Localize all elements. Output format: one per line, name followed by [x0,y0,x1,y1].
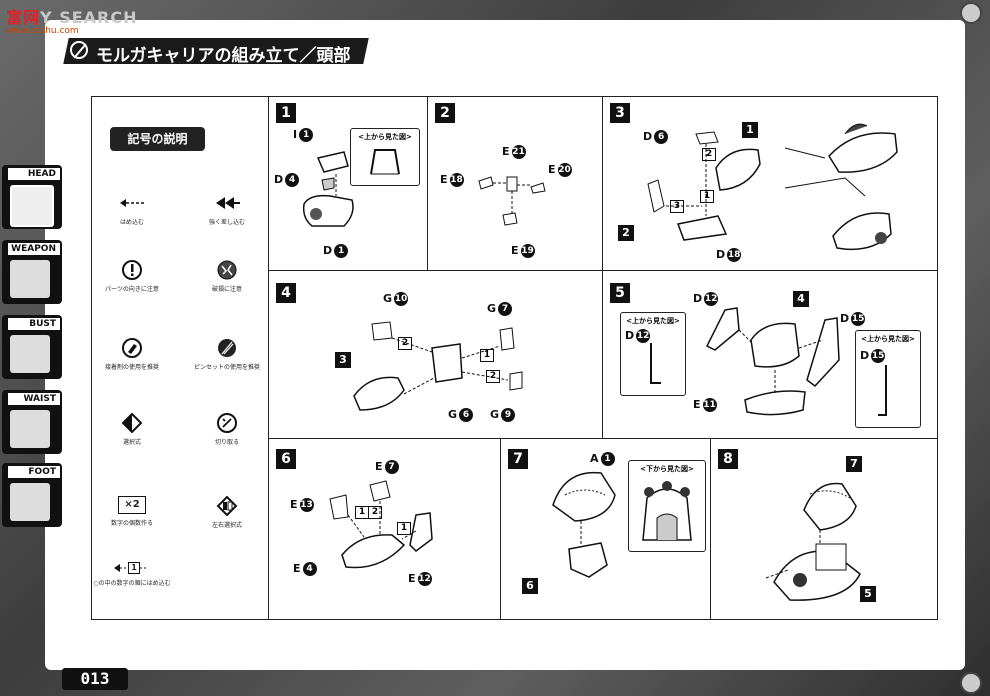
subassembly-badge: 4 [793,291,809,307]
order-box: 2 [368,506,382,519]
subassembly-badge: 1 [742,122,758,138]
order-box: 2 [398,337,412,350]
selection-icon [121,413,143,433]
multiply-symbol: ×2 [118,496,146,514]
double-arrow-icon [216,197,240,209]
tab-foot[interactable]: FOOT [2,463,62,527]
page-title: モルガキャリアの組み立て／頭部 [96,46,351,66]
arrow-dashed-icon [120,199,144,207]
part-top-view-icon [650,343,661,384]
head-assembly-drawing [647,131,761,241]
step-number: 1 [276,103,296,123]
bolt-icon [960,2,982,24]
legend-item: 左右選択式 [187,496,267,529]
weapon-thumbnail-icon [10,260,50,298]
waist-thumbnail-icon [10,410,50,448]
cut-icon [217,413,237,433]
legend-item: 1 ○の中の数字の順にはめ込む [93,562,171,587]
subassembly-badge: 5 [860,586,876,602]
bolt-icon [960,672,982,694]
joint-part-drawing [478,176,546,226]
legend-item: 破損に注意 [187,260,267,293]
foot-thumbnail-icon [10,483,50,521]
part-top-view-icon [370,149,400,175]
break-warning-icon [217,260,237,280]
top-view-box: <上から見た図> [350,128,420,186]
legend-title: 記号の説明 [110,127,205,151]
head-side-drawing [705,307,840,416]
detail-drawing [784,123,898,251]
part-top-view-icon [878,365,887,416]
order-box: 1 [397,522,411,535]
head-thumbnail-icon [10,185,54,227]
legend-item: 切り取る [187,413,267,446]
watermark-url: www.sdshu.com [6,26,79,36]
order-box: 2 [486,370,500,383]
order-box: 1 [700,190,714,203]
head-part-drawing [302,151,354,227]
bust-thumbnail-icon [10,335,50,373]
neck-assembly-drawing [353,321,523,411]
step-number: 5 [610,283,630,303]
final-head-drawing [765,482,861,601]
step-number: 7 [508,449,528,469]
tab-waist[interactable]: WAIST [2,390,62,454]
left-right-icon [216,496,238,516]
caution-icon [122,260,142,280]
legend-panel [91,96,270,620]
order-box: 1 [480,349,494,362]
legend-item: ピンセットの使用を推奨 [187,338,267,371]
part-bottom-view-icon [642,481,692,541]
glue-icon [122,338,142,358]
tab-weapon[interactable]: WEAPON [2,240,62,304]
tab-head[interactable]: HEAD [2,165,62,229]
legend-item: 強く差し込む [187,193,267,226]
legend-item: 選択式 [92,413,172,446]
step-number: 4 [276,283,296,303]
subassembly-badge: 2 [618,225,634,241]
step-number: 6 [276,449,296,469]
legend-item: はめ込む [92,193,172,226]
legend-item: 接着剤の使用を推奨 [92,338,172,371]
tab-bust[interactable]: BUST [2,315,62,379]
bottom-view-box: <下から見た図> [628,460,706,552]
legend-item: ×2 数字の個数作る [92,496,172,527]
step-number: 8 [718,449,738,469]
subassembly-badge: 3 [335,352,351,368]
skull-part-drawing [552,471,616,578]
subassembly-badge: 7 [846,456,862,472]
no-symbol-icon [70,41,88,59]
legend-item: パーツの向きに注意 [92,260,172,293]
page-number: 013 [62,668,128,690]
subassembly-badge: 6 [522,578,538,594]
step-number: 2 [435,103,455,123]
jaw-assembly-drawing [329,480,433,569]
step-number: 3 [610,103,630,123]
tweezers-icon [218,339,236,357]
watermark: 富网Y SEARCH [6,8,138,27]
